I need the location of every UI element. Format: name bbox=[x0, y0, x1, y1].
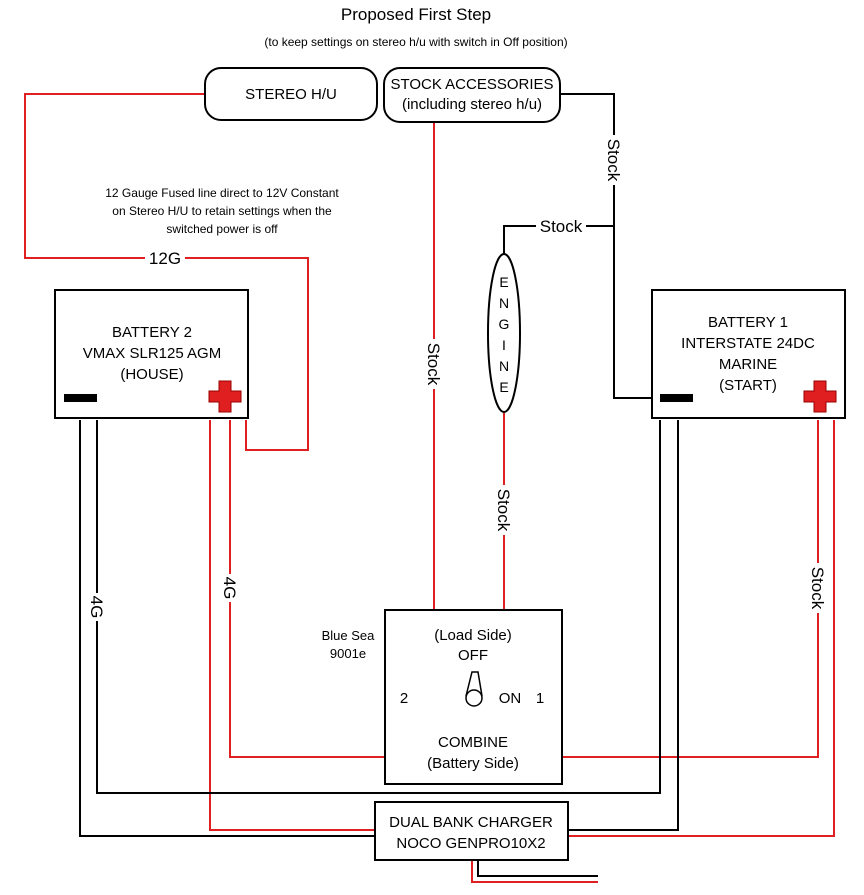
accessories-label-line2: (including stereo h/u) bbox=[402, 96, 542, 113]
wire-label-stock-battery1: Stock bbox=[808, 567, 827, 610]
battery2-line2: VMAX SLR125 AGM bbox=[83, 345, 221, 362]
wire-charger-positive-battery1 bbox=[568, 420, 835, 837]
battery1-line1: BATTERY 1 bbox=[708, 314, 788, 331]
note-line3: switched power is off bbox=[166, 222, 278, 236]
diagram-subtitle: (to keep settings on stereo h/u with swi… bbox=[264, 35, 567, 49]
diagram-title: Proposed First Step bbox=[341, 5, 491, 24]
engine-letter-g: G bbox=[499, 316, 510, 332]
stock-accessories-box bbox=[383, 67, 561, 123]
battery1-line2: INTERSTATE 24DC bbox=[681, 335, 815, 352]
switch-off: OFF bbox=[458, 647, 488, 664]
accessories-label-line1: STOCK ACCESSORIES bbox=[390, 76, 553, 93]
wire-label-stock-engine-switch: Stock bbox=[494, 489, 513, 532]
wire-label-stock-engine: Stock bbox=[540, 217, 583, 236]
engine-letter-e: E bbox=[499, 274, 508, 290]
switch-maker-line1: Blue Sea bbox=[322, 628, 376, 643]
switch-load-side: (Load Side) bbox=[434, 627, 512, 644]
battery1-positive-terminal-icon bbox=[803, 380, 837, 413]
battery1-negative-terminal-icon bbox=[660, 394, 693, 402]
wire-stock-ground bbox=[560, 93, 652, 399]
wire-charger-positive-battery2 bbox=[209, 420, 375, 831]
battery1-line4: (START) bbox=[719, 377, 777, 394]
wire-label-4g-positive: 4G bbox=[220, 577, 239, 600]
wire-label-stock-accessories: Stock bbox=[424, 343, 443, 386]
switch-combine: COMBINE bbox=[438, 734, 508, 751]
switch-on: ON bbox=[499, 690, 522, 707]
wire-label-stock-accessories-ground: Stock bbox=[604, 139, 623, 182]
battery2-negative-terminal-icon bbox=[64, 394, 97, 402]
engine-letter-n: N bbox=[499, 295, 509, 311]
wire-charger-negative-battery2 bbox=[79, 420, 375, 837]
battery2-line1: BATTERY 2 bbox=[112, 324, 192, 341]
stereo-label: STEREO H/U bbox=[245, 86, 337, 103]
switch-position-1: 1 bbox=[536, 690, 544, 707]
wire-label-12g: 12G bbox=[149, 249, 181, 268]
charger-line1: DUAL BANK CHARGER bbox=[389, 814, 553, 831]
wire-4g-positive-battery2 bbox=[229, 420, 385, 758]
wire-charger-negative-battery1 bbox=[568, 420, 679, 831]
note-line2: on Stereo H/U to retain settings when th… bbox=[112, 204, 332, 218]
switch-knob-icon bbox=[465, 671, 483, 707]
engine-letter-i: I bbox=[502, 337, 506, 353]
note-line1: 12 Gauge Fused line direct to 12V Consta… bbox=[105, 186, 339, 200]
switch-position-2: 2 bbox=[400, 690, 408, 707]
engine-letter-e2: E bbox=[499, 379, 508, 395]
stereo-head-unit bbox=[204, 67, 378, 121]
engine-letter-n2: N bbox=[499, 358, 509, 374]
wire-charger-ac-black bbox=[477, 860, 598, 877]
battery2-positive-terminal-icon bbox=[208, 380, 242, 413]
charger-line2: NOCO GENPRO10X2 bbox=[396, 835, 545, 852]
wire-12g-constant bbox=[24, 93, 309, 451]
switch-maker-line2: 9001e bbox=[330, 646, 366, 661]
switch-battery-side: (Battery Side) bbox=[427, 755, 519, 772]
wire-4g-negative-bus bbox=[96, 420, 661, 794]
wire-charger-ac-red bbox=[471, 860, 598, 883]
dual-bank-charger bbox=[374, 801, 569, 861]
engine bbox=[487, 253, 521, 413]
wire-stock-positive-battery1 bbox=[562, 420, 819, 758]
wire-label-4g-negative: 4G bbox=[87, 596, 106, 619]
battery1-line3: MARINE bbox=[719, 356, 777, 373]
battery2-line3: (HOUSE) bbox=[120, 366, 183, 383]
